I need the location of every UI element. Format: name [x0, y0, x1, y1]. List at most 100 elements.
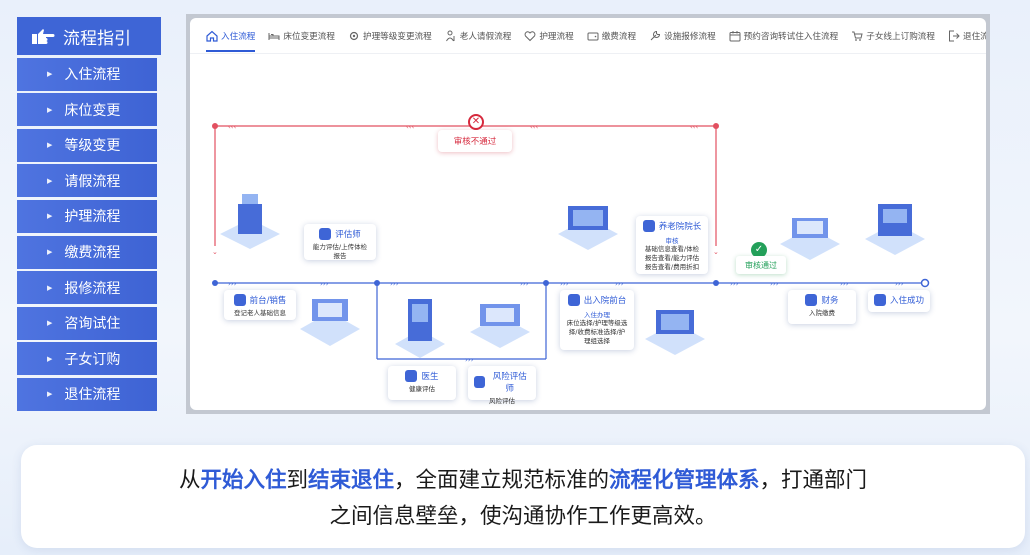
- approve-label: 审核通过: [736, 256, 786, 274]
- triangle-right-icon: ▶: [47, 212, 53, 221]
- sidebar-item-label: 子女订购: [64, 351, 121, 368]
- sidebar-item-consult[interactable]: ▶ 咨询试住: [17, 306, 157, 340]
- flow-node: [212, 280, 218, 286]
- clipboard-icon: [319, 228, 332, 240]
- flow-node: [543, 280, 549, 286]
- chevron-right-icon: ›››: [840, 280, 849, 288]
- sidebar-header: 流程指引: [17, 17, 161, 55]
- doctor-icon: [405, 370, 418, 382]
- banner-highlight: 结束退住: [307, 468, 394, 493]
- sidebar-item-label: 请假流程: [64, 173, 121, 190]
- sidebar-item-family-order[interactable]: ▶ 子女订购: [17, 342, 157, 376]
- triangle-right-icon: ▶: [47, 319, 53, 328]
- reject-node-right: [713, 123, 719, 129]
- step-subtitle: 入住办理: [584, 311, 610, 319]
- triangle-right-icon: ▶: [47, 105, 53, 114]
- step-title: 养老院院长: [658, 222, 702, 232]
- banner-line-2: 之间信息壁垒，使沟通协作工作更高效。: [329, 504, 717, 529]
- banner-text: 从: [178, 468, 201, 493]
- house-icon: [206, 30, 218, 42]
- triangle-right-icon: ▶: [47, 283, 53, 292]
- sidebar-item-label: 护理流程: [64, 209, 121, 226]
- tab-label: 老人请假流程: [459, 31, 512, 42]
- house-icon: [874, 294, 886, 306]
- tab-consult-trial[interactable]: 预约咨询转试住入住流程: [729, 18, 839, 54]
- triangle-right-icon: ▶: [47, 354, 53, 363]
- close-circle-icon: ✕: [468, 114, 484, 130]
- flow-end-node: [920, 278, 930, 288]
- step-title: 医生: [421, 372, 439, 382]
- banner-line-1: 从开始入住到结束退住，全面建立规范标准的流程化管理体系，打通部门: [21, 463, 1025, 499]
- cart-icon: [852, 31, 863, 41]
- sidebar-item-checkin[interactable]: ▶ 入住流程: [17, 57, 157, 91]
- sidebar-item-level-change[interactable]: ▶ 等级变更: [17, 128, 157, 162]
- step-desc: 能力评估/上传体检报告: [312, 243, 368, 260]
- step-front-desk: 前台/销售 登记老人基础信息: [224, 290, 296, 320]
- person-icon: [567, 294, 580, 306]
- chevron-right-icon: ›››: [390, 280, 399, 288]
- chevron-right-icon: ›››: [465, 356, 474, 364]
- triangle-right-icon: ▶: [47, 141, 53, 150]
- illustration-admission: [558, 206, 618, 250]
- wrench-icon: [650, 30, 661, 40]
- chevron-left-icon: ‹‹‹: [690, 123, 699, 131]
- tab-label: 预约咨询转试住入住流程: [743, 31, 839, 42]
- illustration-registration: [220, 194, 280, 249]
- sidebar-item-repair[interactable]: ▶报修流程: [17, 271, 157, 305]
- chevron-right-icon: ›››: [320, 280, 329, 288]
- tab-checkout[interactable]: 退住流程: [948, 18, 986, 54]
- illustration-success: [865, 204, 925, 255]
- illustration-finance: [780, 218, 840, 260]
- sidebar-item-leave[interactable]: ▶请假流程: [17, 164, 157, 198]
- tab-bed-change[interactable]: 床位变更流程: [268, 18, 335, 54]
- illustration-director: [645, 310, 705, 355]
- chevron-left-icon: ‹‹‹: [530, 123, 539, 131]
- tab-label: 护理等级变更流程: [362, 31, 432, 42]
- tab-label: 入住流程: [221, 31, 256, 42]
- check-circle-icon: ✓: [751, 242, 767, 258]
- person-icon: [233, 294, 246, 306]
- sidebar-item-nursing[interactable]: ▶ 护理流程: [17, 199, 157, 233]
- illustration-doctor: [395, 299, 445, 358]
- triangle-right-icon: ▶: [47, 70, 53, 79]
- tab-family-order[interactable]: 子女线上订购流程: [851, 18, 935, 54]
- flow-lines: ‹‹‹ ‹‹‹ ‹‹‹ ‹‹‹ ⌄ ⌄ ››› ››› ››› ›››: [212, 123, 930, 364]
- sidebar-item-bed-change[interactable]: ▶床位变更: [17, 93, 157, 127]
- sidebar-item-label: 入住流程: [64, 67, 121, 84]
- sidebar-item-payment[interactable]: ▶缴费流程: [17, 235, 157, 269]
- chevron-down-icon: ⌄: [713, 248, 719, 256]
- step-title: 评估师: [335, 230, 361, 240]
- step-subtitle: 审核: [665, 237, 679, 245]
- main-panel: 入住流程 床位变更流程 护理等级变更流程 老人请假流程 护理流程 缴费流程: [190, 18, 986, 410]
- tab-checkin[interactable]: 入住流程: [206, 18, 256, 54]
- tab-payment[interactable]: 缴费流程: [587, 18, 636, 54]
- checkin-flow-diagram: ‹‹‹ ‹‹‹ ‹‹‹ ‹‹‹ ⌄ ⌄ ››› ››› ››› ›››: [190, 54, 986, 410]
- tab-nursing-level-change[interactable]: 护理等级变更流程: [348, 18, 432, 54]
- sidebar: 流程指引 ▶入住流程 ▶床位变更 ▶等级变更 ▶请假流程 ▶护理流程 ▶缴费流程…: [17, 17, 161, 411]
- illustration-risk: [470, 304, 530, 348]
- tab-nursing[interactable]: 护理流程: [524, 18, 574, 54]
- tab-bar: 入住流程 床位变更流程 护理等级变更流程 老人请假流程 护理流程 缴费流程: [190, 18, 986, 54]
- step-title: 出入院前台: [583, 296, 627, 306]
- pointing-hand-icon: [32, 29, 55, 44]
- tab-facility-repair[interactable]: 设施报修流程: [649, 18, 716, 54]
- sidebar-item-checkout[interactable]: ▶退住流程: [17, 377, 157, 411]
- banner-highlight: 流程化管理体系: [609, 468, 760, 493]
- flow-node: [713, 280, 719, 286]
- elder-icon: [445, 30, 455, 41]
- chevron-right-icon: ›››: [520, 280, 529, 288]
- sidebar-item-label: 咨询试住: [64, 316, 121, 333]
- chevron-right-icon: ›››: [895, 280, 904, 288]
- step-risk-assessor: 风险评估师 风险评估: [468, 366, 536, 405]
- step-desc: 基础信息查看/体检报告查看/能力评估报告查看/费用折扣: [644, 245, 700, 271]
- step-desc: 登记老人基础信息: [234, 309, 286, 317]
- tab-label: 退住流程: [962, 31, 986, 42]
- tab-elder-leave[interactable]: 老人请假流程: [445, 18, 512, 54]
- triangle-right-icon: ▶: [47, 390, 53, 399]
- sidebar-item-label: 等级变更: [64, 138, 121, 155]
- chevron-right-icon: ›››: [560, 280, 569, 288]
- chevron-left-icon: ‹‹‹: [406, 123, 415, 131]
- tab-label: 缴费流程: [601, 31, 637, 42]
- step-desc: 健康评估: [409, 385, 435, 393]
- sidebar-item-label: 缴费流程: [64, 245, 121, 262]
